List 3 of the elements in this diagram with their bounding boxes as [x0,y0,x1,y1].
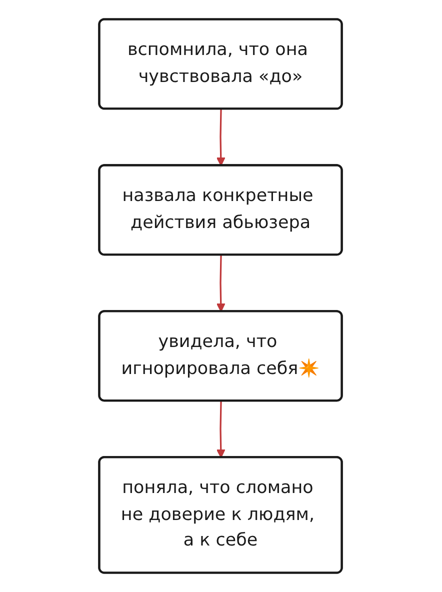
arrow [216,401,226,458]
arrow [216,255,226,312]
arrow [216,109,226,166]
